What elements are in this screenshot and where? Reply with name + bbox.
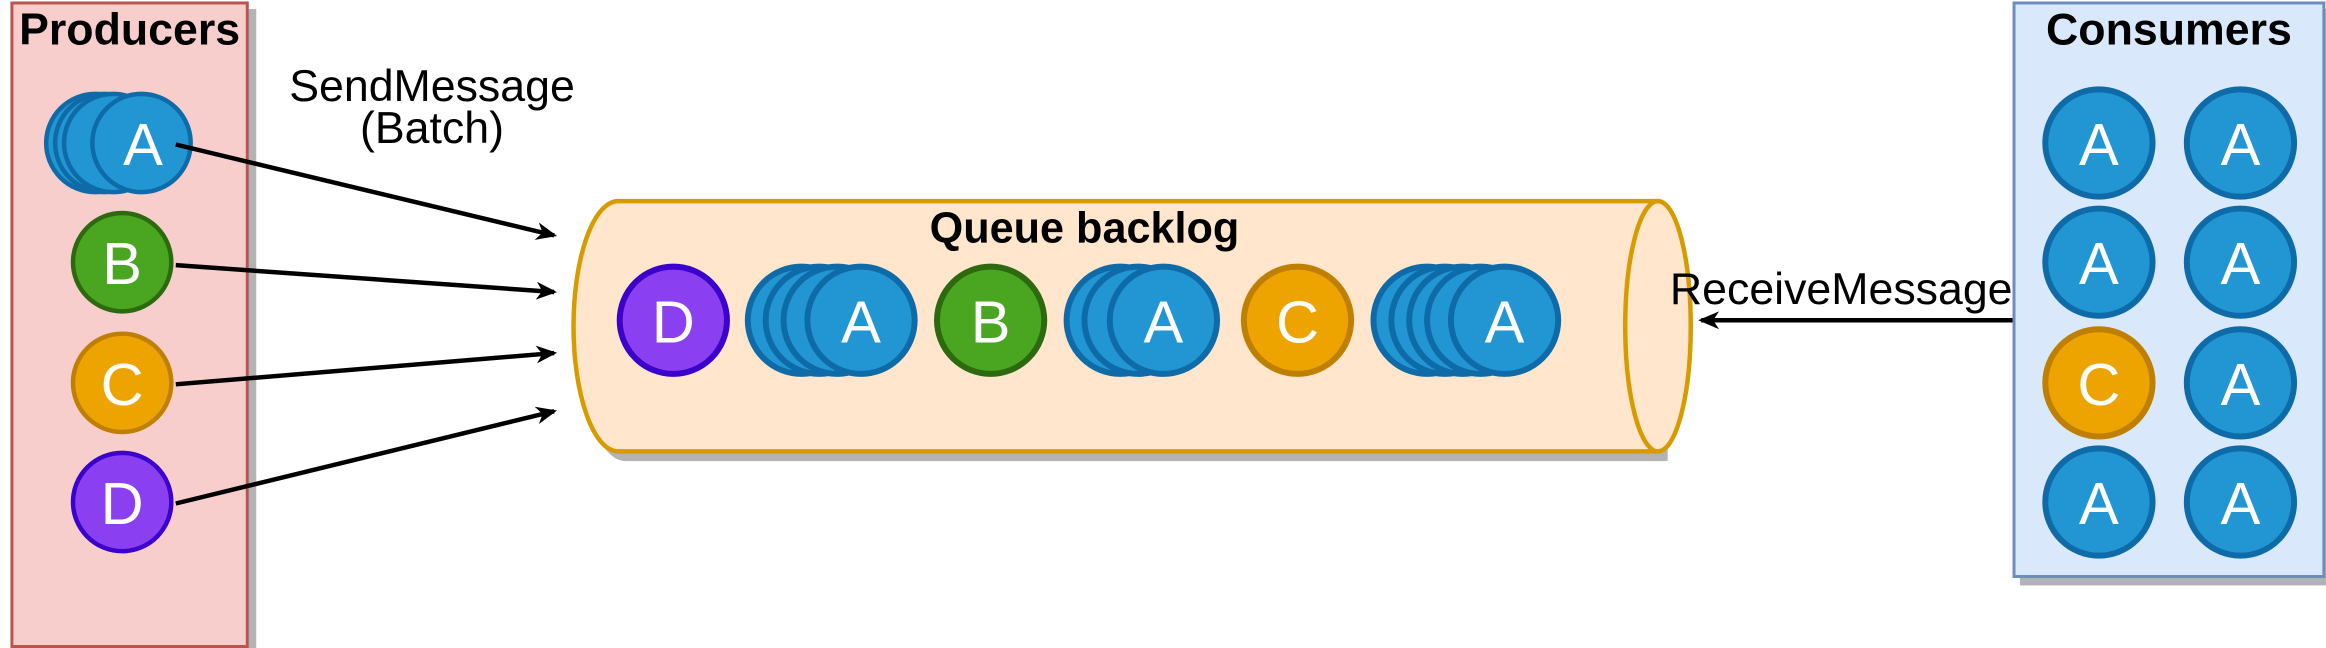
node-circle [70,331,174,435]
queue-message-b-label: B [971,288,1011,355]
consumer-node-8[interactable]: A [2183,445,2298,559]
node-circle [2042,326,2156,440]
node-circle [1240,263,1355,377]
queue-message-a-3[interactable]: A [1370,263,1562,377]
consumer-node-6[interactable]: A [2183,326,2298,440]
consumer-3-label: A [2079,230,2119,297]
node-circle [2042,205,2156,319]
queue-message-a-1[interactable]: A [744,263,918,377]
node-circle [934,263,1048,377]
consumer-1-label: A [2079,111,2119,178]
queue-message-b[interactable]: B [934,263,1048,377]
edge-producer-c-to-queue [175,345,558,387]
consumer-node-3[interactable]: A [2042,205,2156,319]
producer-c-label: C [101,351,144,418]
consumer-8-label: A [2221,470,2261,537]
consumer-node-7[interactable]: A [2042,445,2156,559]
queue-message-a3-label: A [1485,288,1525,355]
stack-layer-top [804,263,918,377]
producer-node-b[interactable]: B [70,210,174,314]
send-message-label-line1: SendMessage [289,62,575,111]
consumer-7-label: A [2079,470,2119,537]
node-circle [2183,205,2298,319]
node-circle [70,210,174,314]
node-circle [2183,86,2298,200]
queue-backlog-title: Queue backlog [930,204,1240,252]
producer-node-c[interactable]: C [70,331,174,435]
queue-cylinder-cap [1622,198,1693,454]
node-circle [616,263,730,377]
producer-a-label: A [123,111,163,178]
producer-d-label: D [101,470,144,537]
producer-node-d[interactable]: D [70,450,174,554]
send-message-label-line2: (Batch) [360,104,504,153]
stack-layer-top [1447,263,1562,377]
queue-message-d[interactable]: D [616,263,730,377]
queue-message-c[interactable]: C [1240,263,1355,377]
edge-producer-b-to-queue [175,262,558,300]
node-circle [2042,445,2156,559]
consumer-node-4[interactable]: A [2183,205,2298,319]
consumer-5-label: C [2077,351,2120,418]
send-message-edges: SendMessage (Batch) [175,62,575,506]
producers-panel-title: Producers [19,6,240,55]
consumers-panel-title: Consumers [2046,6,2292,55]
stack-layer-top [90,91,193,195]
producer-node-a[interactable]: A [43,91,193,195]
consumer-node-1[interactable]: A [2042,86,2156,200]
producers-panel: Producers A B C D [10,1,249,648]
consumer-6-label: A [2221,351,2261,418]
queue-message-a2-label: A [1144,288,1184,355]
stack-layer-top [1106,263,1221,377]
queue-message-a1-label: A [841,288,881,355]
consumer-node-2[interactable]: A [2183,86,2298,200]
node-circle [2183,326,2298,440]
edge-producer-a-to-queue [175,142,558,240]
node-circle [2042,86,2156,200]
receive-message-label: ReceiveMessage [1670,265,2013,314]
queue-message-d-label: D [652,288,695,355]
node-circle [70,450,174,554]
edge-producer-d-to-queue [175,406,558,506]
consumer-2-label: A [2221,111,2261,178]
queue-message-a-2[interactable]: A [1063,263,1221,377]
queue-backlog: Queue backlog D A B [571,198,1693,454]
queue-message-c-label: C [1276,288,1319,355]
node-circle [2183,445,2298,559]
consumer-node-5[interactable]: C [2042,326,2156,440]
consumer-4-label: A [2221,230,2261,297]
producer-b-label: B [102,230,142,297]
consumers-panel: Consumers A A A A C [2012,1,2326,578]
